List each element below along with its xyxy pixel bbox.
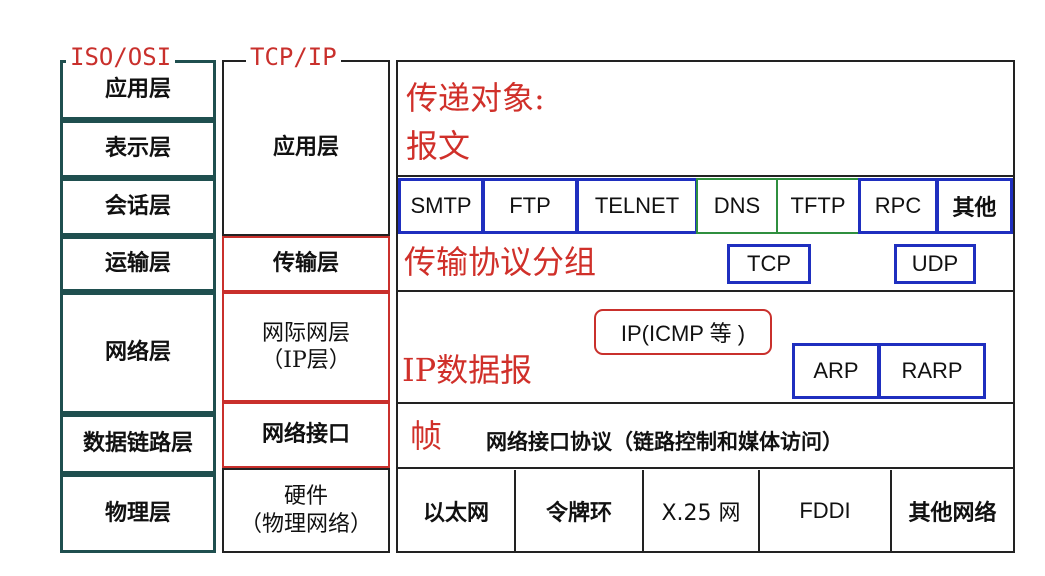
application-divider	[396, 175, 1015, 177]
network-ethernet: 以太网	[398, 470, 516, 552]
transport-segment-label: 传输协议分组	[404, 243, 597, 281]
protocol-telnet: TELNET	[576, 178, 698, 234]
network-other: 其他网络	[908, 501, 997, 526]
protocol-other: 其他	[936, 178, 1013, 234]
network-fddi: FDDI	[760, 470, 892, 552]
protocol-smtp: SMTP	[398, 178, 484, 234]
content-column	[396, 60, 1015, 553]
osi-layer-presentation: 表示层	[60, 120, 216, 178]
link-divider	[396, 467, 1015, 469]
protocol-rpc: RPC	[858, 178, 938, 234]
osi-layer-datalink: 数据链路层	[60, 414, 216, 474]
protocol-arp: ARP	[792, 343, 880, 399]
protocol-ftp: FTP	[482, 178, 578, 234]
protocol-dns: DNS	[696, 178, 778, 234]
internet-divider	[396, 402, 1015, 404]
tcp-layer-internet: 网际网层 （IP层）	[222, 292, 390, 402]
osi-layer-transport: 运输层	[60, 236, 216, 292]
ip-icmp-box: IP(ICMP 等 )	[594, 309, 772, 355]
network-x25: X.25 网	[644, 470, 760, 552]
network-token-ring: 令牌环	[516, 470, 644, 552]
tcp-layer-hardware: 硬件 （物理网络）	[222, 468, 390, 553]
frame-label: 帧	[410, 417, 443, 455]
osi-layer-session: 会话层	[60, 178, 216, 236]
osi-layer-physical: 物理层	[60, 474, 216, 553]
protocol-tftp: TFTP	[776, 178, 860, 234]
link-protocol-description: 网络接口协议（链路控制和媒体访问）	[486, 430, 843, 454]
iso-osi-header: ISO/OSI	[66, 45, 176, 69]
tcp-column: 应用层 传输层 网际网层 （IP层） 网络接口 硬件 （物理网络）	[222, 60, 390, 553]
protocol-tcp: TCP	[727, 244, 811, 284]
protocol-rarp: RARP	[878, 343, 986, 399]
application-message-label: 传递对象: 报文	[406, 79, 545, 165]
tcp-ip-header: TCP/IP	[246, 45, 341, 69]
osi-column: 应用层 表示层 会话层 运输层 网络层 数据链路层 物理层	[60, 60, 216, 553]
tcp-layer-transport: 传输层	[222, 236, 390, 292]
tcp-layer-link: 网络接口	[222, 402, 390, 468]
tcp-layer-application: 应用层	[222, 60, 390, 236]
protocol-udp: UDP	[894, 244, 976, 284]
osi-layer-network: 网络层	[60, 292, 216, 414]
ip-datagram-label: IP数据报	[402, 351, 533, 389]
transport-divider	[396, 290, 1015, 292]
